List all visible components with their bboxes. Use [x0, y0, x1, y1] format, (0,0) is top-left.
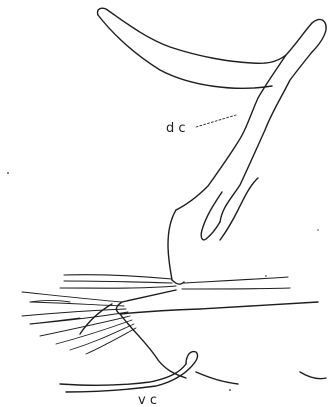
- descending-column: [176, 52, 312, 240]
- fibre-fan: [22, 292, 136, 354]
- ventral-base: [60, 352, 326, 392]
- dc-pointer-line: [196, 115, 236, 127]
- ink-specks: [7, 172, 319, 391]
- lower-wedge: [80, 290, 318, 378]
- vc-label: v c: [138, 393, 157, 407]
- neck-stalk: [168, 210, 184, 284]
- dc-label: d c: [166, 121, 186, 136]
- upper-arc-band: [98, 8, 327, 88]
